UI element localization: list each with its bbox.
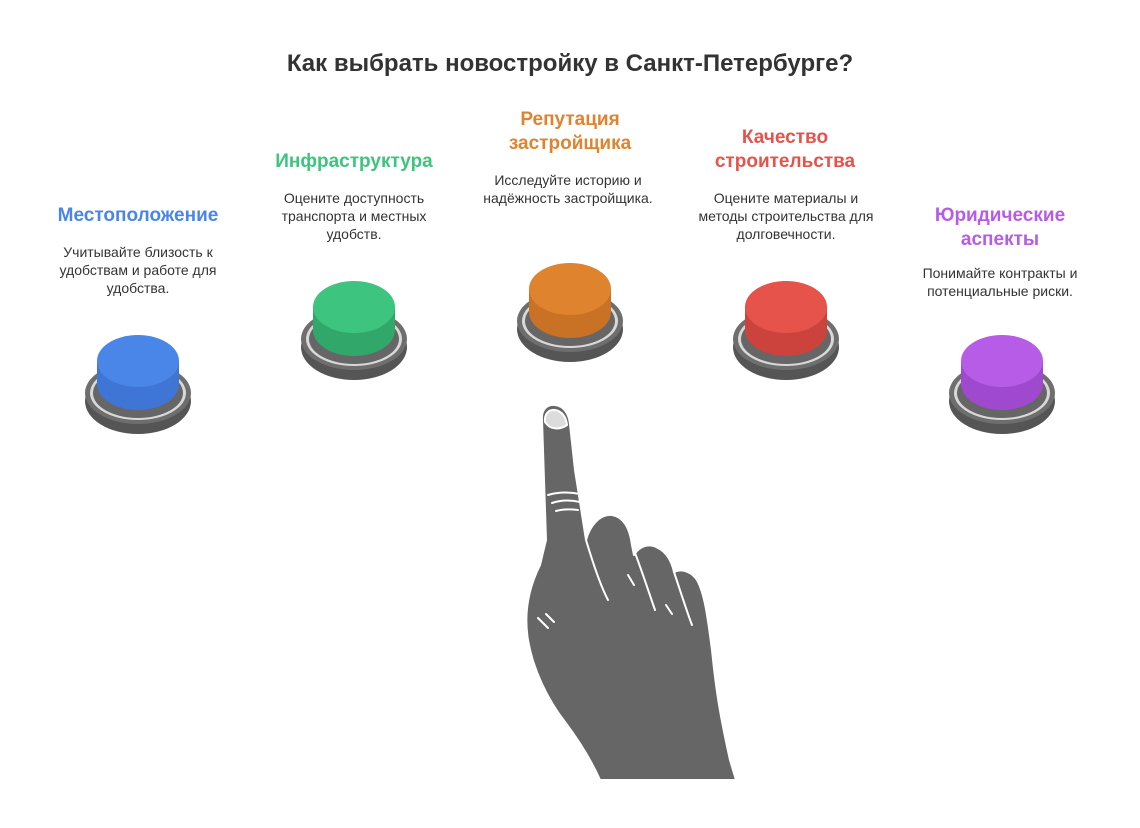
item-desc-infrastructure: Оцените доступность транспорта и местных… bbox=[281, 190, 427, 242]
pointing-hand-icon bbox=[525, 403, 737, 781]
button-infrastructure[interactable] bbox=[301, 281, 407, 380]
item-title-infrastructure: Инфраструктура bbox=[275, 151, 433, 172]
item-title-legal: Юридические аспекты bbox=[934, 205, 1066, 250]
page-title: Как выбрать новостройку в Санкт-Петербур… bbox=[286, 50, 854, 77]
item-title-reputation: Репутация застройщика bbox=[508, 109, 632, 154]
button-legal[interactable] bbox=[949, 335, 1055, 434]
button-reputation[interactable] bbox=[517, 263, 623, 362]
item-title-location: Местоположение bbox=[57, 205, 219, 226]
item-desc-legal: Понимайте контракты и потенциальные риск… bbox=[922, 265, 1078, 299]
item-desc-location: Учитывайте близость к удобствам и работе… bbox=[59, 244, 217, 296]
item-desc-quality: Оцените материалы и методы строительства… bbox=[698, 190, 874, 242]
button-location[interactable] bbox=[85, 335, 191, 434]
item-title-quality: Качество строительства bbox=[714, 127, 856, 172]
button-quality[interactable] bbox=[733, 281, 839, 380]
item-desc-reputation: Исследуйте историю и надёжность застройщ… bbox=[483, 172, 653, 206]
